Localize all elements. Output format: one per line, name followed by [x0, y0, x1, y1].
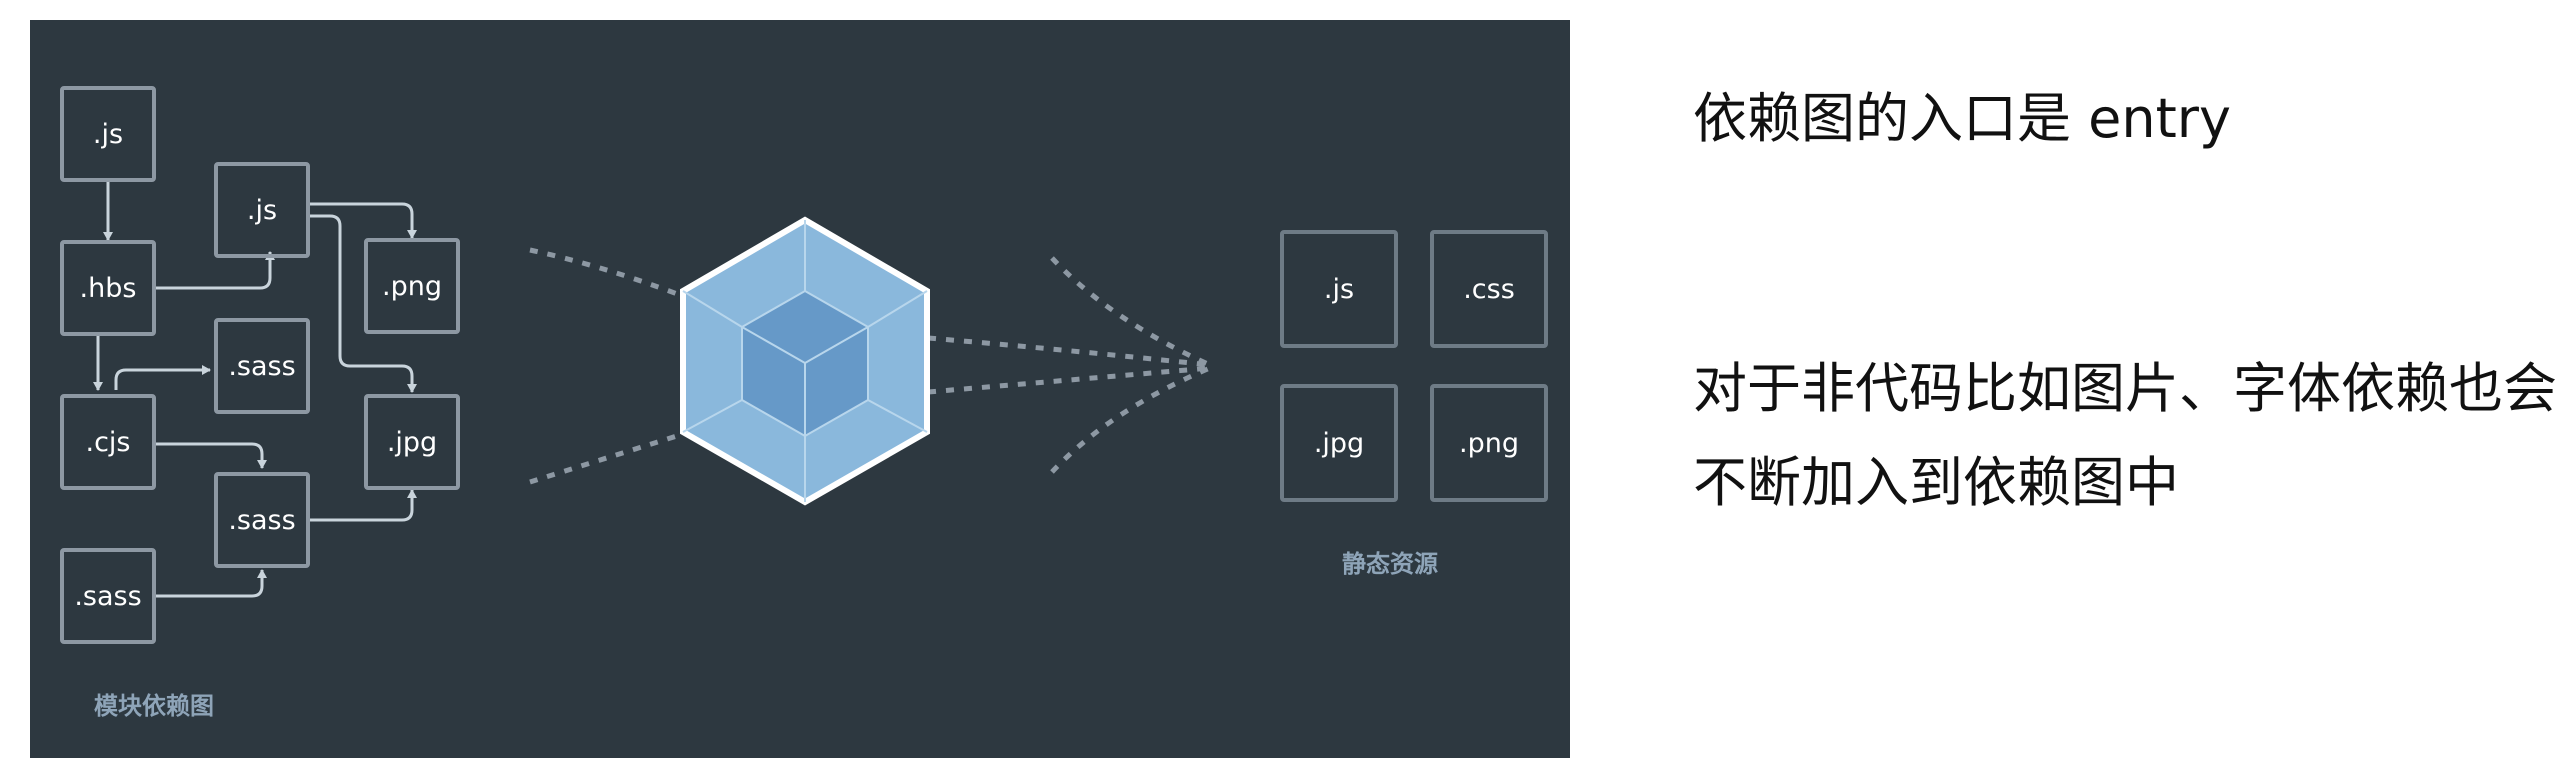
module-node: .cjs — [60, 394, 156, 490]
flow-out-bottom — [927, 365, 1211, 395]
arrow-js-to-png — [310, 202, 417, 239]
module-node: .png — [364, 238, 460, 334]
arrow-cjs-to-sass — [114, 365, 211, 390]
webpack-cube-icon — [680, 216, 930, 506]
dependency-arrows — [93, 182, 417, 598]
entry-note: 依赖图的入口是 entry — [1693, 87, 2231, 150]
note-line-2: 不断加入到依赖图中 — [1693, 451, 2179, 514]
flow-lines — [529, 247, 1212, 485]
assets-caption: 静态资源 — [1342, 550, 1438, 578]
note-line-1: 对于非代码比如图片、字体依赖也会 — [1693, 357, 2557, 420]
module-node: .js — [60, 86, 156, 182]
module-graph-caption: 模块依赖图 — [94, 692, 214, 720]
module-node: .js — [214, 162, 310, 258]
flow-in-bottom — [529, 432, 681, 485]
asset-node: .js — [1280, 230, 1398, 348]
module-node: .sass — [60, 548, 156, 644]
flow-arrow-head-bottom — [1050, 365, 1211, 474]
arrow-sass-to-sass — [156, 569, 267, 598]
module-node: .sass — [214, 472, 310, 568]
arrow-js-to-jpg — [310, 214, 417, 393]
arrow-cjs-to-sass-2 — [156, 442, 267, 469]
arrow-hbs-to-js — [156, 251, 275, 290]
flow-in-top — [529, 247, 681, 298]
module-node: .sass — [214, 318, 310, 414]
connections-layer — [93, 182, 1212, 598]
asset-node: .jpg — [1280, 384, 1398, 502]
module-node: .hbs — [60, 240, 156, 336]
flow-out-top — [927, 335, 1211, 368]
asset-node: .css — [1430, 230, 1548, 348]
webpack-diagram-panel: .js .hbs .js .png .sass .cjs .jpg .sass … — [30, 20, 1570, 758]
asset-node: .png — [1430, 384, 1548, 502]
module-node: .jpg — [364, 394, 460, 490]
flow-arrow-head-top — [1050, 256, 1212, 368]
arrow-sass-to-jpg — [310, 489, 417, 522]
